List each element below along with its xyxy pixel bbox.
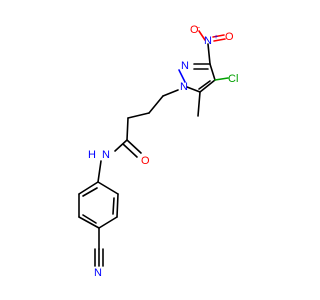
bond-c5-n1 [186, 86, 201, 93]
bond-benz-1 [97, 181, 119, 195]
atom-nitro-minus: − [196, 25, 200, 32]
atom-cl: Cl [228, 73, 238, 85]
atom-nitro-n: N [204, 35, 212, 47]
bond-c4-cl [214, 77, 229, 81]
bond-nitro-o1 [198, 30, 206, 41]
bond-c3-nitro [207, 43, 211, 65]
bond-co-o-double [122, 143, 138, 158]
bond-co-o [126, 139, 142, 154]
bond-benz-2 [116, 193, 119, 218]
bond-ch2b-ch2c [127, 112, 150, 119]
atom-nitro-o2: O [225, 31, 234, 43]
bond-benz-4 [78, 216, 100, 229]
atom-amide-n: N [102, 149, 110, 161]
atom-n1: N [180, 81, 188, 93]
bond-benz-inner-1 [112, 197, 115, 215]
atom-amide-o: O [141, 155, 150, 167]
bond-benz-inner-2 [82, 214, 97, 224]
bond-c5-methyl [197, 91, 201, 117]
bond-n-ring [97, 160, 102, 183]
atom-labels: N N N + O − O Cl O N H N [88, 24, 238, 279]
bond-benz-6 [78, 181, 99, 195]
bond-nitro-o2 [212, 34, 225, 38]
molecule-structure: N N N + O − O Cl O N H N [78, 24, 238, 279]
bond-c3-c4 [209, 63, 216, 81]
atom-nitro-o1: O [190, 24, 199, 36]
bond-ch2c-co [126, 117, 129, 141]
bond-co-n [114, 139, 128, 152]
bond-ch2a-ch2b [148, 95, 164, 114]
bond-nitro-o2-double [213, 38, 226, 42]
atom-nitrile-n: N [94, 267, 102, 279]
bond-n1-ch2a [162, 89, 179, 97]
bond-benz-inner-3 [82, 187, 98, 197]
bonds [78, 30, 229, 267]
atom-nitro-plus: + [214, 34, 218, 41]
bond-benz-3 [98, 216, 118, 229]
bond-c4-c5-double [198, 80, 211, 90]
bond-n1-n2 [178, 69, 186, 83]
atom-amide-h: H [88, 149, 96, 161]
bond-c4-c5 [199, 79, 216, 93]
atom-n2: N [181, 60, 189, 72]
